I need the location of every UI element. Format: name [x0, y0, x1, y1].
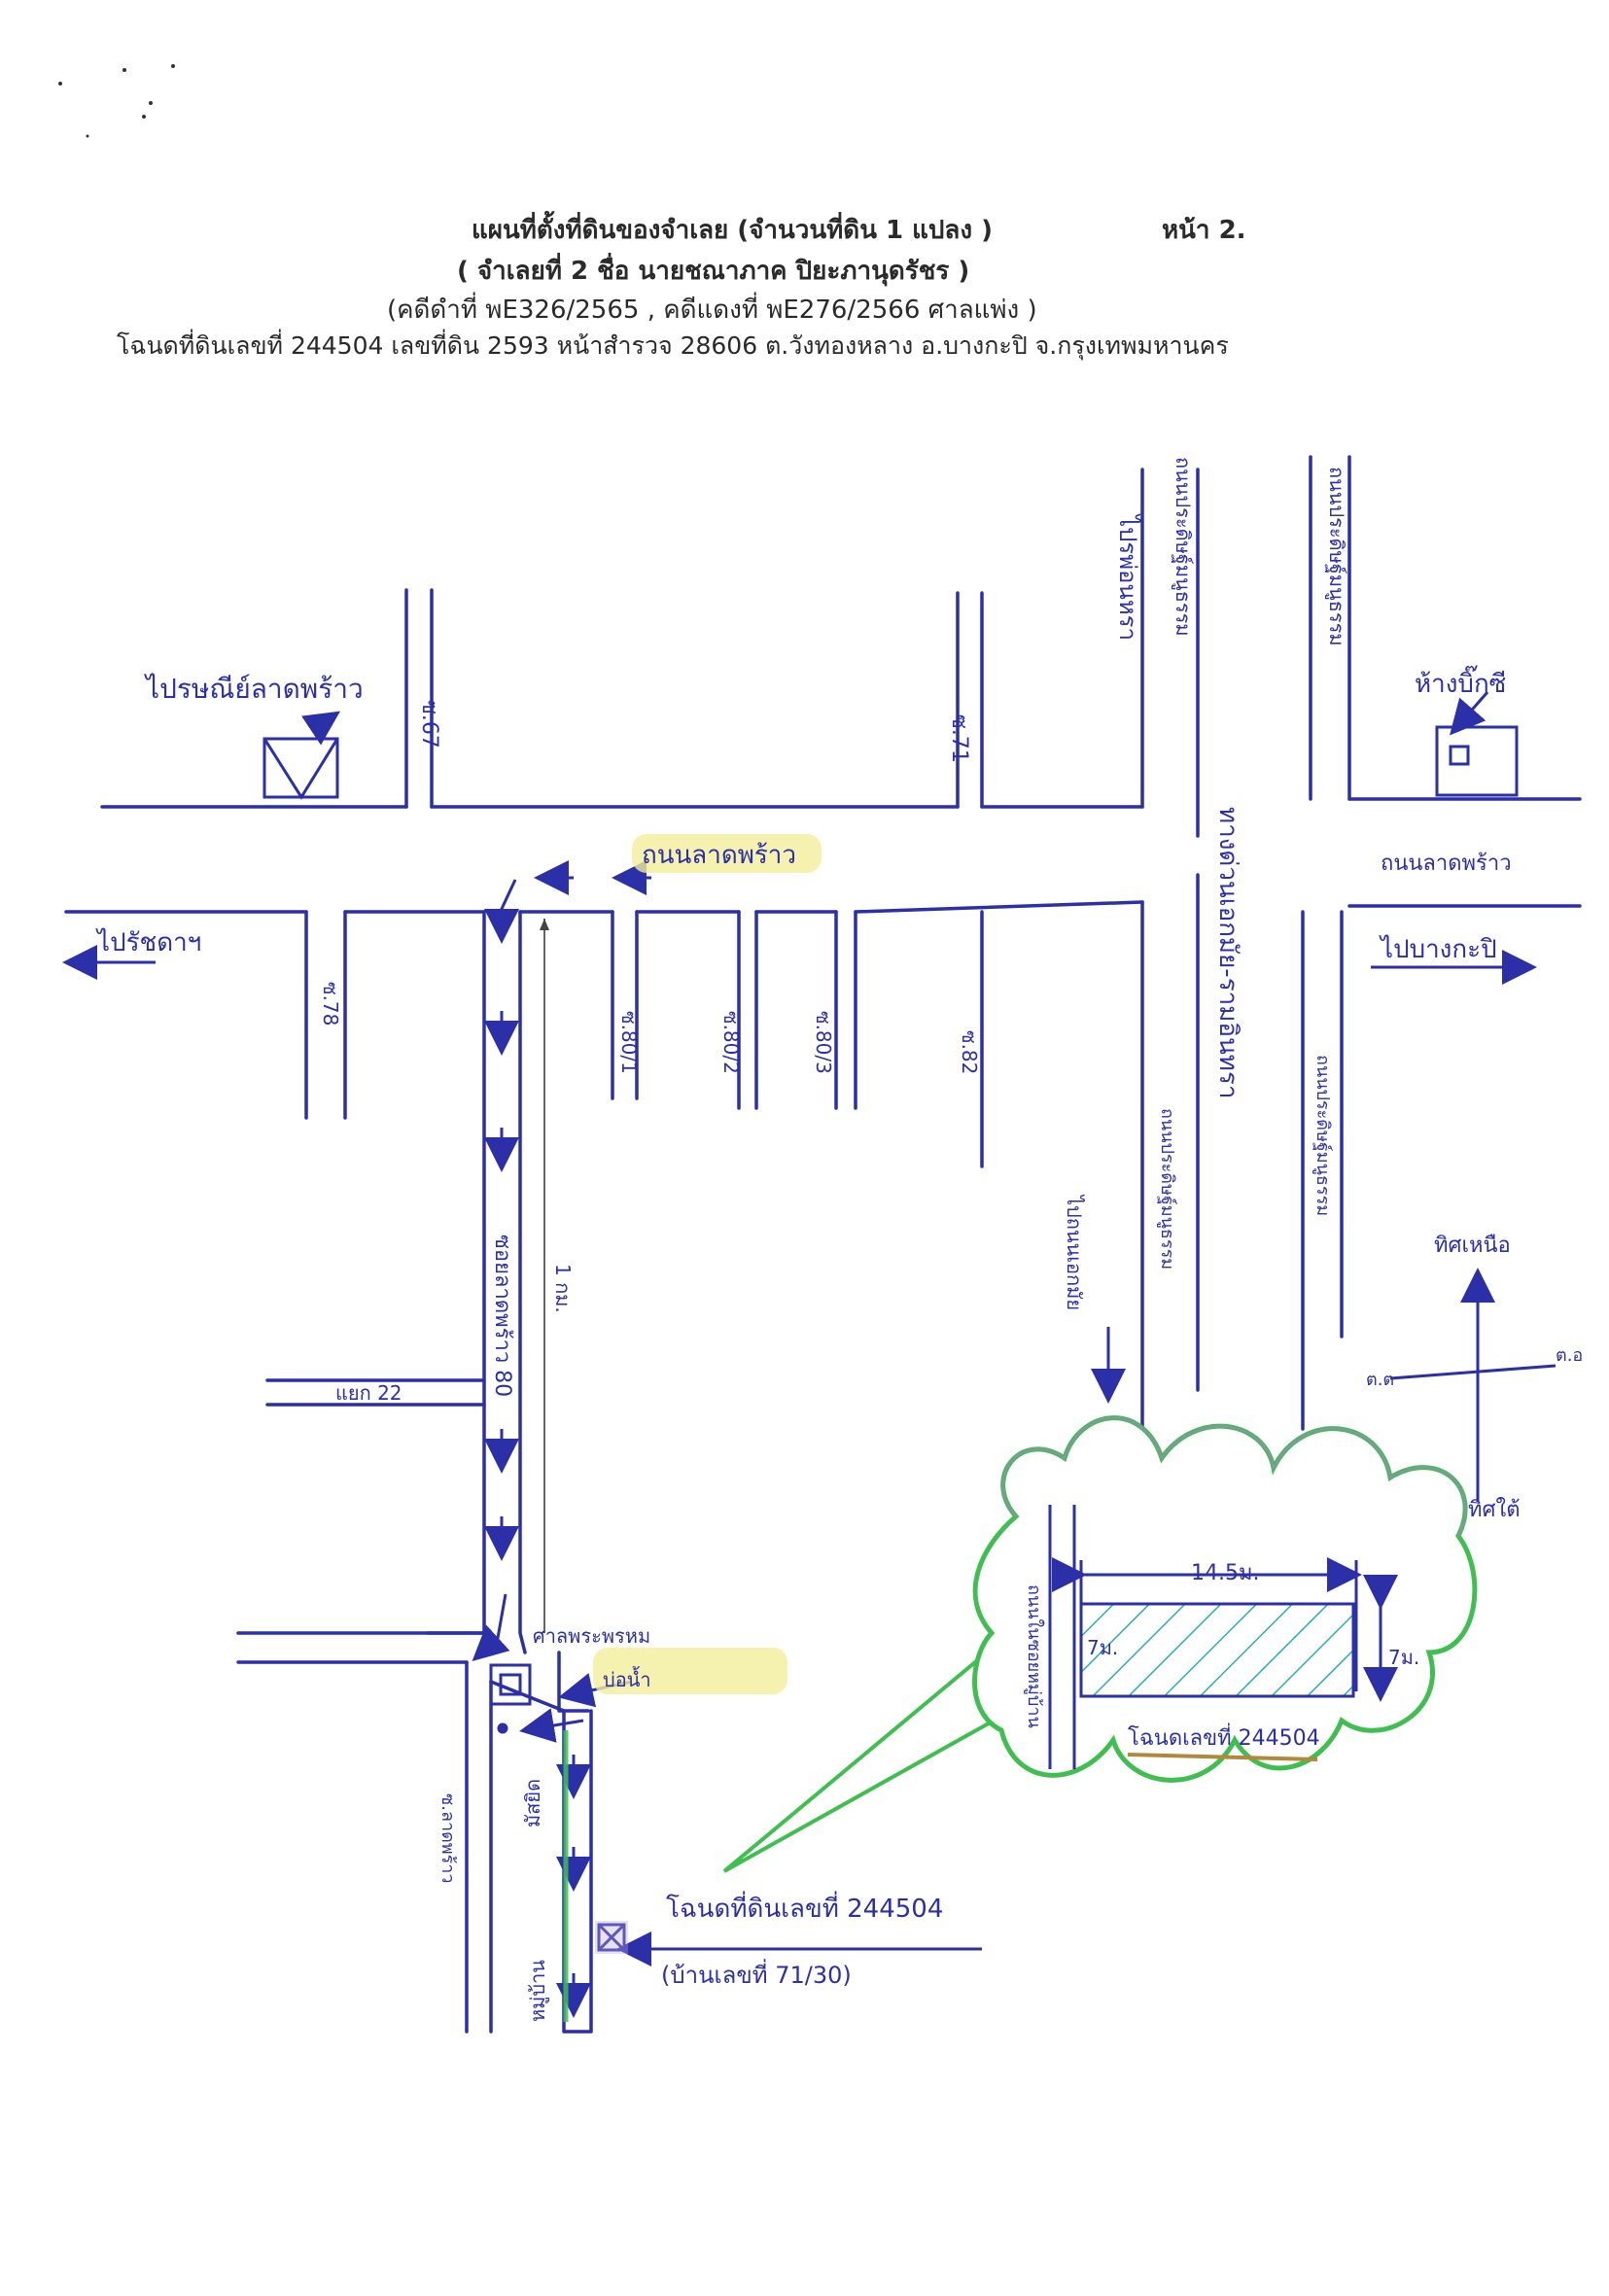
page-number: หน้า 2.	[1162, 216, 1246, 245]
soi-80-1-lines	[611, 910, 639, 1100]
traffic-arrows	[62, 691, 1537, 2018]
shrine-label: ศาลพระพรหม	[533, 1624, 650, 1648]
landmarks	[262, 725, 1519, 1954]
pradit-road-mid2-label: ถนนประดิษฐ์มนูธรรม	[1312, 1055, 1333, 1216]
map-labels: ไปรษณีย์ลาดพร้าว ซ.67 ซ.71 ไปรพ่อนหรา ถน…	[95, 457, 1583, 2022]
plot-depth-left-label: 7ม.	[1087, 1636, 1118, 1659]
deed-info-line: โฉนดที่ดินเลขที่ 244504 เลขที่ดิน 2593 ห…	[117, 331, 1229, 360]
to-ekkamai-label: ไปถนนเอกมัย	[1063, 1194, 1086, 1310]
compass-east-label: ต.อ	[1556, 1345, 1583, 1366]
soi-80-2-lines	[737, 910, 758, 1110]
big-c-label: ห้างบิ๊กซี	[1415, 665, 1506, 699]
scan-speckles	[58, 64, 175, 138]
soi-lat-phrao-80-label: ซอยลาดพร้าว 80	[490, 1235, 514, 1397]
soi-80-2-label: ซ.80/2	[719, 1011, 743, 1074]
compass-west-label: ต.ต	[1366, 1370, 1394, 1390]
big-c-inner	[1449, 745, 1470, 766]
deed-main-label: โฉนดที่ดินเลขที่ 244504	[666, 1891, 943, 1924]
callout-cloud-tint	[1001, 1416, 1467, 1537]
pradit-road-top2-label: ถนนประดิษฐ์มนูธรรม	[1324, 467, 1348, 646]
house-number-label: (บ้านเลขที่ 71/30)	[661, 1959, 852, 1989]
lat-phrao-highlight	[632, 834, 822, 873]
highlights	[593, 834, 822, 1694]
soi-82-label: ซ.82	[958, 1030, 981, 1074]
to-main-road-label: ไปรพ่อนหรา	[1114, 513, 1141, 641]
distance-line-tip	[540, 919, 549, 930]
arrow-big-c	[1450, 691, 1489, 736]
soi-71-lines	[956, 591, 984, 809]
compass-horizontal	[1389, 1364, 1557, 1380]
case-number-line: (คดีดำที่ พE326/2565 , คดีแดงที่ พE276/2…	[387, 296, 1037, 325]
soi-80-1-label: ซ.80/1	[617, 1011, 641, 1074]
soi-78-label: ซ.78	[319, 982, 342, 1026]
soi-67-lines	[404, 588, 434, 809]
compass-rose	[1389, 1268, 1557, 1502]
pradit-road-mid-lines	[1301, 910, 1344, 1431]
expressway-label: ทางด่วนเอกมัย-รามอินทรา	[1213, 807, 1242, 1099]
lat-phrao-road-lower	[64, 900, 1582, 914]
arrow-12	[519, 1708, 584, 1743]
deed-site-cross	[597, 1923, 626, 1952]
pond-box	[489, 1663, 532, 1706]
pradit-road-mid-label: ถนนประดิษฐ์มนูธรรม	[1157, 1108, 1177, 1270]
deed-zoom-underline	[1127, 1753, 1318, 1761]
post-office-box	[262, 737, 339, 799]
arrow-8	[472, 1593, 510, 1662]
to-ratchada-label: ไปรัชดาฯ	[95, 927, 201, 957]
pradit-road-top-label: ถนนประดิษฐ์มนูธรรม	[1171, 457, 1195, 637]
big-c-box	[1435, 725, 1519, 797]
compass-north-label: ทิศเหนือ	[1434, 1234, 1511, 1258]
soi-80-3-label: ซ.80/3	[812, 1011, 835, 1074]
mosque-label: มัสยิด	[521, 1779, 544, 1827]
distance-label: 1 กม.	[551, 1264, 575, 1313]
soi-71-label: ซ.71	[947, 714, 971, 763]
lat-phrao-road-right-label: ถนนลาดพร้าว	[1381, 852, 1512, 876]
soi-80-3-lines	[834, 910, 857, 1110]
soi-78-lines	[304, 910, 347, 1120]
mosque-junction	[489, 1680, 566, 1713]
branch-22-lines	[265, 1378, 486, 1407]
plot-depth-right-label: 7ม.	[1388, 1646, 1419, 1669]
mosque-dot	[497, 1722, 508, 1734]
branch-22-label: แยก 22	[335, 1381, 402, 1405]
post-office-label: ไปรษณีย์ลาดพร้าว	[144, 673, 364, 705]
local-road-label: ถนนในซอยหมู่บ้าน	[1024, 1584, 1045, 1728]
plot-width-label: 14.5ม.	[1191, 1561, 1259, 1585]
post-office-mark	[262, 738, 339, 800]
arrow-post-office	[301, 711, 340, 746]
deed-site-fill	[595, 1921, 628, 1954]
deed-site-marker	[597, 1923, 626, 1952]
pond-inner	[499, 1673, 522, 1696]
lat-phrao-road-label: ถนนลาดพร้าว	[642, 841, 796, 870]
upper-road-line	[100, 797, 1582, 809]
callout-local-road	[1048, 1505, 1076, 1769]
lower-branch-lines	[236, 1631, 486, 1664]
land-plot-hatched	[1079, 1602, 1355, 1698]
road-network	[64, 455, 1582, 2034]
soi-67-label: ซ.67	[417, 700, 441, 748]
zoom-callout	[722, 1415, 1478, 1873]
compass-south-label: ทิศใต้	[1468, 1497, 1521, 1522]
pradit-road-top-lines	[1140, 468, 1200, 838]
shrine-highlight	[593, 1648, 787, 1694]
pond-label: บ่อน้ำ	[603, 1666, 651, 1691]
pradit-road-top2-lines	[1309, 455, 1351, 801]
arrow-3	[484, 879, 519, 944]
village-label: หมู่บ้าน	[526, 1960, 550, 2022]
deed-zoom-label: โฉนดเลขที่ 244504	[1128, 1722, 1320, 1751]
map-title: แผนที่ตั้งที่ดินของจำเลย (จำนวนที่ดิน 1 …	[472, 216, 993, 245]
soi-lanes-label: ซ.ลาดพร้าว	[437, 1793, 458, 1884]
defendant-line: ( จำเลยที่ 2 ชื่อ นายชณาภาค ปิยะภานุดรัช…	[457, 257, 970, 286]
to-bangkapi-label: ไปบางกะปิ	[1379, 934, 1497, 964]
